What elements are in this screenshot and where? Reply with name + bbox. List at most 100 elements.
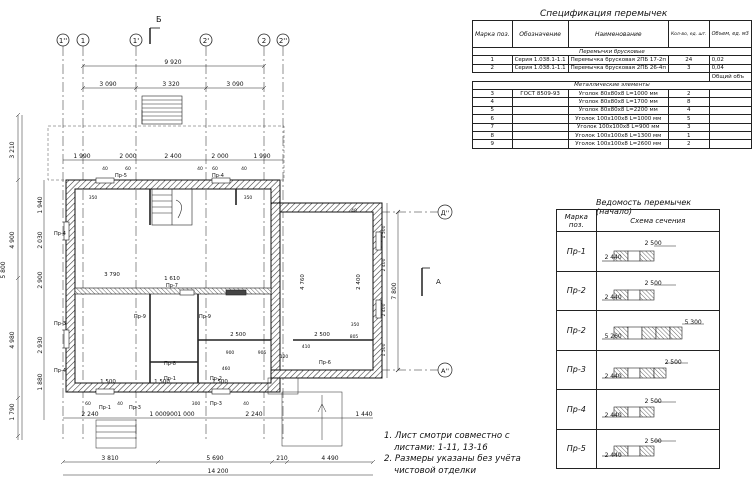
spec-header: Марка поз. [472,20,513,48]
dim-text: 2 240 [245,411,262,418]
section-dim: 2 440 [604,372,622,380]
spec-cell: Уголок 100х100х8 L=1000 мм [567,114,669,124]
dim-text: 410 [302,344,311,350]
spec-total: Общий объ [708,72,752,82]
section-dim: 2 440 [604,412,622,419]
room-dim: 3 790 [104,272,120,278]
dim-text: 40 [243,401,249,407]
spec-title: Спецификация перемычек [540,9,668,19]
section-mark-a: A [421,267,441,296]
dim-text: 40 [241,166,247,172]
spec-cell: 3 [667,122,710,132]
spec-cell: 2 [472,63,513,74]
axis-label: 2 [262,37,266,45]
vedomost-table: Марка поз. Схема сечения Пр-1 2 500 2 440… [556,209,721,469]
dim-text: 1 990 [73,153,90,160]
note-line: 1. Лист смотри совместно с [384,431,510,441]
section-dim: 5 300 [684,319,702,326]
vedomost-mark: Пр-3 [556,349,597,390]
dim-text: 40 [102,166,108,172]
dim-text: 1 440 [355,411,372,418]
dim-text: 3 810 [101,455,118,462]
spec-section: Металлические элементы [472,80,752,90]
spec-section: Перемычки брусковые [472,46,752,57]
dim-text: 1 940 [37,196,44,213]
spec-row: 9 Уголок 100х100х8 L=2600 мм 2 [472,139,752,149]
spec-cell [708,130,752,141]
dim-text: 900 [166,411,178,418]
dim-text: 3 210 [9,141,16,158]
spec-row: 6 Уголок 100х100х8 L=1000 мм 5 [472,114,752,124]
spec-cell: 5 [667,114,710,124]
dim-text: 1 880 [37,373,44,390]
dim-text: 40 [197,166,203,172]
spec-cell: 0,04 [708,63,752,74]
dim-text: 1 000 [177,411,194,418]
spec-cell: 4 [667,105,710,116]
spec-cell [708,88,752,99]
axis-markers-right [382,203,453,378]
spec-cell: Уголок 100х100х8 L=900 мм [567,122,669,132]
section-dim: 2 500 [644,279,662,287]
spec-cell [708,105,752,116]
spec-cell: Уголок 80х80х8 L=2200 мм [567,105,669,116]
lintel-label: Пр-5 [115,173,127,179]
dim-text: 60 [125,166,131,172]
dim-text: 4 980 [9,331,16,348]
dimension-lines-left [15,112,45,440]
spec-cell [511,105,569,116]
spec-cell: Перемычка брусковая 2ПБ 26-4п [567,63,669,74]
dim-text: 2 930 [37,336,44,353]
lintel-label: Пр-6 [319,360,331,366]
spec-cell: 8 [667,97,710,107]
spec-cell: Уголок 100х100х8 L=2600 мм [567,139,669,149]
lintel-label: Пр-9 [199,314,211,320]
door-openings [63,177,382,395]
lintel-label: Пр-3 [54,321,66,327]
dim-text: 3 320 [162,81,179,88]
room-dim: 2 500 [230,332,246,338]
lintel-label: Пр-4 [54,231,66,237]
spec-cell: ГОСТ 8509-93 [511,88,569,99]
spec-cell: 6 [472,114,513,124]
spec-cell [708,122,752,132]
spec-header: Кол-во, ед. шт. [667,20,710,48]
dim-text: 5 800 [0,261,7,278]
section-dim: 2 500 [664,358,682,366]
dim-text: 2 900 [37,271,44,288]
dim-text: 1 500 [381,343,387,356]
spec-cell [708,97,752,107]
room-dim: 1 500 [154,379,170,385]
dim-text: 1 000 [149,411,166,418]
spec-cell: 24 [667,55,710,65]
dim-text: 1 500 [381,225,387,238]
dim-overall-top: 9 920 [164,59,181,66]
spec-cell: Уголок 80х80х8 L=1000 мм [567,88,669,99]
dim-text: 2 400 [164,153,181,160]
spec-cell [511,130,569,141]
room-dim: 4 760 [300,274,306,290]
spec-row: 1 Серия 1.038.1-1.1 Перемычка брусковая … [472,55,752,65]
lintel-label: Пр-7 [166,283,178,289]
dim-text: 350 [89,195,98,201]
axis-label: A'' [441,367,449,375]
dim-text: 905 [258,350,267,356]
interior-staircase [151,188,193,226]
spec-cell [511,114,569,124]
spec-cell: Серия 1.038.1-1.1 [511,63,569,74]
front-porch-stairs [47,95,285,181]
dim-text: 120 [280,354,289,360]
axis-label: 2'' [279,37,287,45]
vedomost-mark: Пр-1 [556,231,597,272]
axis-label: 1'' [59,37,67,45]
spec-cell: 3 [667,63,710,74]
room-dim: 1 500 [100,379,116,385]
section-dim: 2 500 [644,240,662,247]
spec-cell [511,139,569,149]
note-line: листами: 1-11, 13-16 [394,442,488,453]
vedomost-header-row: Марка поз. Схема сечения [556,209,721,232]
spec-cell: 5 [472,105,513,116]
